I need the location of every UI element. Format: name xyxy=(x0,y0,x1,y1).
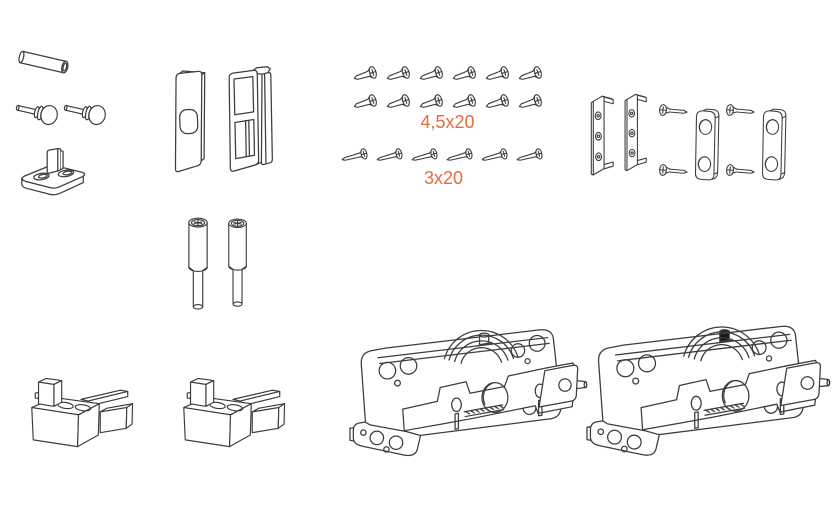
part-screw-3x20 xyxy=(410,147,439,166)
part-spacer-block-1 xyxy=(691,102,721,190)
part-screw-45x20 xyxy=(516,65,544,85)
part-roller-unit-right xyxy=(586,305,832,465)
part-stepped-pin-2 xyxy=(226,214,250,312)
part-stopper-1 xyxy=(23,369,137,450)
part-stopper-2 xyxy=(175,369,289,450)
part-pivot-bolt-2 xyxy=(61,97,110,127)
part-pivot-bolt-1 xyxy=(13,97,62,127)
part-machine-screw-3 xyxy=(725,102,758,120)
part-screw-3x20 xyxy=(375,147,404,166)
part-stepped-pin-1 xyxy=(186,214,211,314)
part-screw-3x20 xyxy=(340,147,369,166)
part-channel-bracket-2 xyxy=(618,84,648,178)
part-screw-3x20 xyxy=(515,147,544,166)
part-roller-unit-left xyxy=(349,309,589,465)
part-screw-45x20 xyxy=(351,65,379,85)
part-screw-3x20 xyxy=(480,147,509,166)
part-cylindrical-pin xyxy=(15,47,75,78)
part-spacer-block-2 xyxy=(758,102,788,190)
part-machine-screw-2 xyxy=(658,162,691,180)
part-machine-screw-4 xyxy=(725,162,758,180)
part-screw-45x20 xyxy=(483,65,511,85)
part-floor-guide xyxy=(12,144,92,196)
part-channel-bracket-1 xyxy=(584,88,615,180)
label-screws-3x20: 3x20 xyxy=(423,168,464,188)
screw-row-3x20 xyxy=(339,145,548,167)
label-screws-45x20: 4,5x20 xyxy=(420,112,475,132)
part-cover-cap-back xyxy=(220,64,276,178)
part-machine-screw-1 xyxy=(658,102,691,120)
part-screw-45x20 xyxy=(450,65,478,85)
screw-row-45x20-top xyxy=(351,63,544,87)
part-screw-45x20 xyxy=(417,65,445,85)
part-screw-3x20 xyxy=(445,147,474,166)
part-screw-45x20 xyxy=(384,65,412,85)
part-cover-cap-front xyxy=(166,68,210,178)
